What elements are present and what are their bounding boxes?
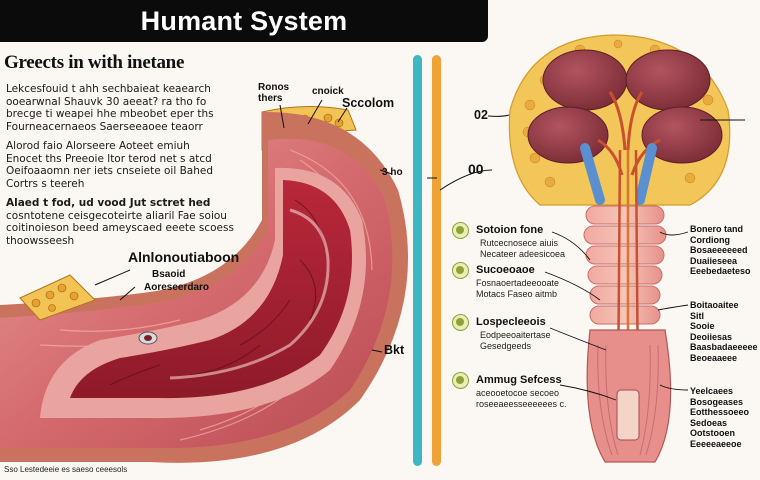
kidney-lower-left (527, 106, 609, 164)
urinary-system (508, 34, 731, 463)
stomach-section (0, 99, 409, 463)
label-bsaoid: Bsaoid (152, 269, 186, 280)
right-list-item: Cordiong (690, 234, 730, 245)
right-list-3: Yeelcaees Bosogeases Eotthessoeeo Sedoea… (690, 386, 749, 450)
right-list-item: Deoiiesas (690, 331, 733, 342)
right-list-2: Boitaoaitee Sitl Sooie Deoiiesas Baasbad… (690, 300, 758, 364)
step-title-1: Sotoion fone (476, 224, 544, 236)
paragraph-line: ooearwnal Shauvk 30 aeeat? ra tho fo (6, 95, 207, 108)
bulb-striations (597, 344, 659, 456)
lumen (169, 208, 330, 380)
right-list-item: Bosaeeeeeed (690, 245, 748, 256)
step-desc-line: Fosnaoertadeeooate (476, 278, 560, 288)
step-desc-line: aceooetocoe secoeo (476, 388, 560, 398)
mucosal-folds (109, 199, 326, 386)
title-bar (0, 0, 488, 42)
orange-divider-bar (432, 55, 441, 466)
right-list-item: Eotthessoeeo (690, 407, 750, 418)
mucosa (70, 180, 352, 399)
paragraph-line: brecge ti weapei hhe mbeobet eper ths (6, 108, 214, 121)
label-cnoick: cnoick (312, 86, 344, 97)
step-marker-1 (452, 222, 469, 239)
right-leader-lines (544, 119, 745, 401)
right-list-item: Ootstooen (690, 428, 735, 439)
step-desc-4: aceooetocoe secoeo roseeaeesseeeeees c. (476, 388, 567, 409)
right-list-item: Boitaoaitee (690, 300, 739, 310)
paragraph-line: cosntotene ceisgecoteirte aliaril Fae so… (6, 209, 227, 222)
label-00: 00 (468, 161, 484, 177)
label-line: Ronos (258, 82, 290, 93)
paragraph-1: Lekcesfouid t ahh sechbaieat keaearch oo… (6, 83, 214, 133)
step-marker-2 (452, 262, 469, 279)
label-02: 02 (474, 108, 488, 122)
fat-layer-left (19, 274, 96, 321)
cyan-divider-bar (413, 55, 422, 466)
right-list-item: Eeeeeaeeoe (690, 438, 742, 449)
paragraph-line: coitinoieson beed ameyscaed eeete scoess (6, 222, 234, 235)
step-desc-line: Necateer adeesicoea (480, 248, 566, 259)
tube-rings (583, 205, 667, 325)
right-list-item: Sitl (690, 310, 705, 321)
fat-globules-left (31, 283, 79, 312)
step-desc-line: Gesedgeeds (480, 340, 532, 351)
label-ronos: Ronos thers (258, 82, 289, 104)
right-list-1: Bonero tand Cordiong Bosaeeeeeed Duaiies… (690, 224, 751, 277)
step-desc-2: Fosnaoertadeeooate Motacs Faseo aitmb (476, 278, 559, 299)
paragraph-line: Lekcesfouid t ahh sechbaieat keaearch (6, 83, 211, 95)
label-3ho: 3 ho (382, 167, 403, 178)
step-desc-line: Rutcecnosece aiuis (480, 238, 559, 248)
label-sccolom: Sccolom (342, 96, 395, 110)
right-list-item: Baasbadaeeeee (690, 342, 758, 353)
step-desc-line: roseeaeesseeeeees c. (476, 398, 567, 409)
right-list-item: Duaiieseea (690, 255, 738, 266)
paragraph-line: Fourneacernaeos Saerseeaoee teaorr (6, 120, 203, 133)
right-list-item: Beoeaaeee (690, 352, 738, 363)
step-title-2: Sucoeoaoe (476, 264, 535, 276)
step-marker-3 (452, 314, 469, 331)
right-list-item: Eeebedaeteso (690, 266, 751, 277)
step-title-3: Lospecleeois (476, 316, 546, 328)
page-title: Humant System (140, 6, 348, 36)
stomach-leader-lines (94, 99, 393, 353)
bulb-core (616, 389, 640, 441)
step-desc-line: Motacs Faseo aitmb (476, 288, 558, 299)
label-line: thers (258, 93, 283, 104)
ureter-left (580, 143, 605, 205)
label-aoreseerdaro: Aoreseerdaro (144, 282, 210, 293)
paragraph-line: Alaed t fod, ud vood Jut sctret hed (6, 197, 211, 209)
section-heading: Greects in with inetane (4, 52, 185, 73)
label-bkt: Bkt (384, 343, 405, 357)
paragraph-2: Alorod faio Alorseere Aoteet emiuh Enoce… (6, 140, 213, 190)
right-list-item: Bonero tand (690, 224, 743, 234)
kidney-lower-right (641, 106, 723, 164)
paragraph-line: Enocet ths Preeoie ltor terod net s atcd (6, 152, 212, 165)
right-list-item: Sooie (690, 321, 715, 332)
paragraph-3: Alaed t fod, ud vood Jut sctret hed cosn… (6, 197, 234, 247)
paragraph-line: Oeifoaaomn ner iets cnseiete oil Bahed (6, 165, 214, 178)
paragraph-line: Cortrs s teereh (6, 177, 85, 190)
ureter-right (635, 143, 657, 205)
right-list-item: Yeelcaees (690, 386, 734, 396)
label-alnlonoutiaboon: Alnlonoutiaboon (128, 249, 240, 265)
vessel-detail (138, 331, 158, 345)
step-title-4: Ammug Sefcess (476, 374, 562, 386)
paragraph-line: Alorod faio Alorseere Aoteet emiuh (6, 140, 190, 152)
step-desc-line: Eodpeeoaitertase (480, 330, 551, 340)
step-desc-3: Eodpeeoaitertase Gesedgeeds (480, 330, 551, 351)
step-desc-1: Rutcecnosece aiuis Necateer adeesicoea (480, 238, 565, 259)
step-marker-4 (452, 372, 469, 389)
right-list-item: Bosogeases (690, 396, 744, 407)
footer-caption: Sso Lestedeeie es saeso ceeesols (4, 465, 128, 474)
right-list-item: Sedoeas (690, 417, 728, 428)
paragraph-line: thoowsseesh (6, 234, 75, 247)
